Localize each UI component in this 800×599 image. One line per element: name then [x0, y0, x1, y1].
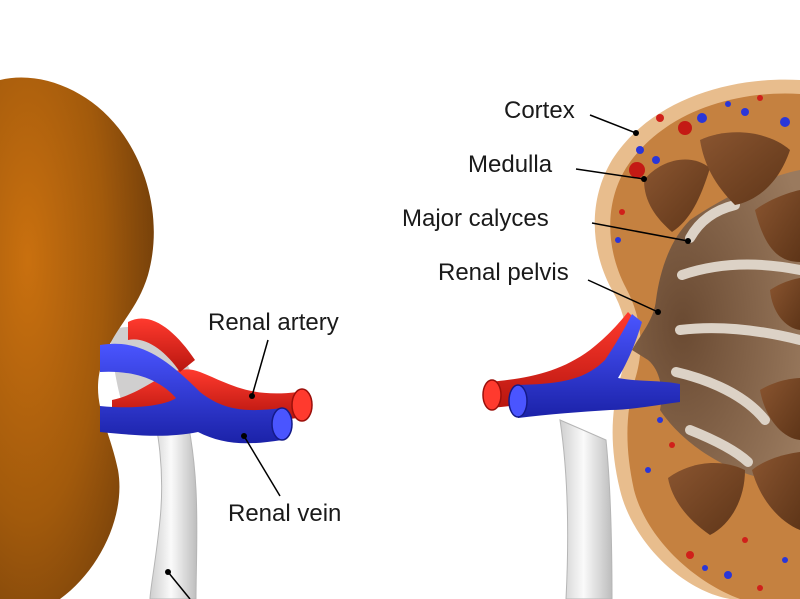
leader-major-calyces — [591, 222, 691, 244]
medulla-pyramids — [644, 132, 800, 535]
left-ureter — [149, 394, 198, 599]
leader-renal-vein — [241, 433, 281, 497]
pyramid-7 — [752, 452, 800, 530]
label-cortex: Cortex — [504, 97, 575, 124]
leader-renal-artery — [249, 339, 269, 399]
pyramid-1 — [644, 159, 710, 232]
label-renal-pelvis: Renal pelvis — [438, 259, 569, 286]
leader-cortex — [589, 114, 639, 136]
right-renal-vein — [508, 314, 680, 418]
right-ureter — [559, 419, 613, 599]
leader-renal-pelvis — [587, 279, 661, 315]
leader-ureter — [165, 569, 191, 599]
leader-medulla — [575, 168, 647, 182]
pyramid-4 — [770, 278, 800, 330]
pyramid-5 — [760, 378, 800, 440]
label-renal-vein: Renal vein — [228, 500, 341, 527]
label-medulla: Medulla — [468, 151, 553, 178]
right-kidney-section — [482, 79, 800, 599]
pyramid-2 — [700, 132, 790, 205]
pyramid-6 — [668, 463, 745, 535]
left-kidney-exterior — [0, 77, 313, 599]
cortex-vessels — [615, 95, 790, 591]
pyramid-3 — [755, 190, 800, 262]
labels: Renal artery Renal vein Cortex Medulla M… — [208, 97, 575, 527]
left-renal-vein — [100, 343, 293, 444]
label-renal-artery: Renal artery — [208, 309, 339, 336]
right-renal-artery — [482, 312, 640, 411]
label-major-calyces: Major calyces — [402, 205, 549, 232]
major-calyces — [671, 200, 800, 467]
leader-lines — [165, 114, 691, 599]
left-kidney-body — [0, 77, 154, 599]
